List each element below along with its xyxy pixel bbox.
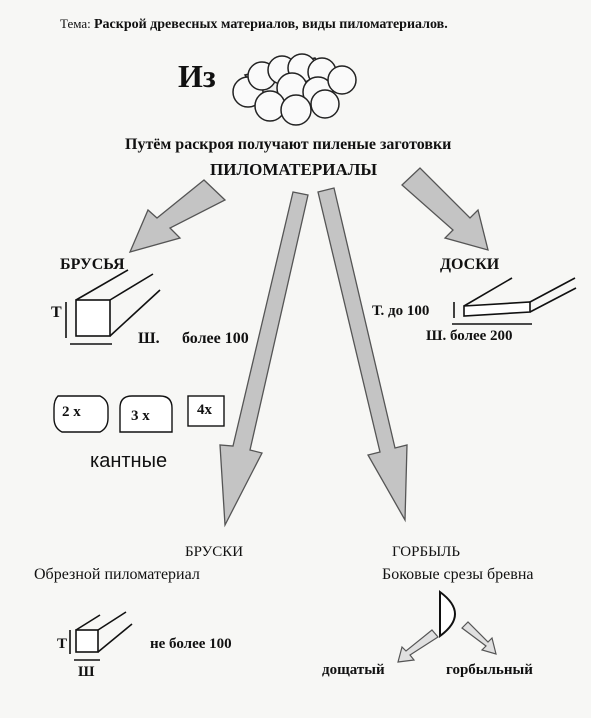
gorbyl-slab-icon <box>439 590 456 638</box>
topic-line: Тема: Раскрой древесных материалов, виды… <box>60 16 448 33</box>
shape-2x-label: 2 х <box>62 404 81 420</box>
shape-3x-label: 3 х <box>131 408 150 424</box>
bruski-desc: Обрезной пиломатериал <box>34 566 200 583</box>
arrow-to-bruski <box>219 191 309 528</box>
brusya-w-label: Ш. <box>138 330 160 347</box>
arrow-to-doschaty <box>397 629 439 663</box>
three-edge-shape <box>119 395 173 433</box>
gorbyl-desc: Боковые срезы бревна <box>382 566 534 583</box>
main-label: ПИЛОМАТЕРИАЛЫ <box>210 160 378 179</box>
bruski-limit: не более 100 <box>150 636 232 652</box>
bruski-t-label: Т <box>57 636 68 652</box>
brusya-heading: БРУСЬЯ <box>60 256 125 273</box>
doschaty-label: дощатый <box>322 662 385 678</box>
doski-heading: ДОСКИ <box>440 256 500 273</box>
topic-title: Раскрой древесных материалов, виды пилом… <box>94 17 448 32</box>
gorbyl-heading: ГОРБЫЛЬ <box>392 544 460 560</box>
arrow-to-doski <box>401 167 489 251</box>
brusok-icon <box>69 611 133 661</box>
brusya-w-text: более 100 <box>182 330 249 347</box>
arrow-to-gorbylny <box>461 621 497 655</box>
two-edge-shape <box>53 395 109 433</box>
subtitle: Путём раскроя получают пиленые заготовки <box>125 136 452 153</box>
shape-4x-label: 4х <box>197 402 212 418</box>
doski-w-label: Ш. более 200 <box>426 328 513 344</box>
gorbylny-label: горбыльный <box>446 662 533 678</box>
brusya-t-label: Т <box>51 304 62 321</box>
arrow-to-gorbyl <box>317 187 408 523</box>
doska-board-icon <box>452 277 577 325</box>
four-edge-shape <box>187 395 225 427</box>
doski-t-label: Т. до 100 <box>372 303 430 319</box>
bruski-w-label: Ш <box>78 664 95 680</box>
from-label: Из <box>178 58 216 94</box>
log-stack-icon <box>232 53 357 126</box>
brus-beam-icon <box>65 269 161 345</box>
kantnye-label: кантные <box>90 450 168 472</box>
bruski-heading: БРУСКИ <box>185 544 244 560</box>
topic-prefix: Тема: <box>60 16 91 31</box>
arrow-to-brusya <box>128 179 227 253</box>
